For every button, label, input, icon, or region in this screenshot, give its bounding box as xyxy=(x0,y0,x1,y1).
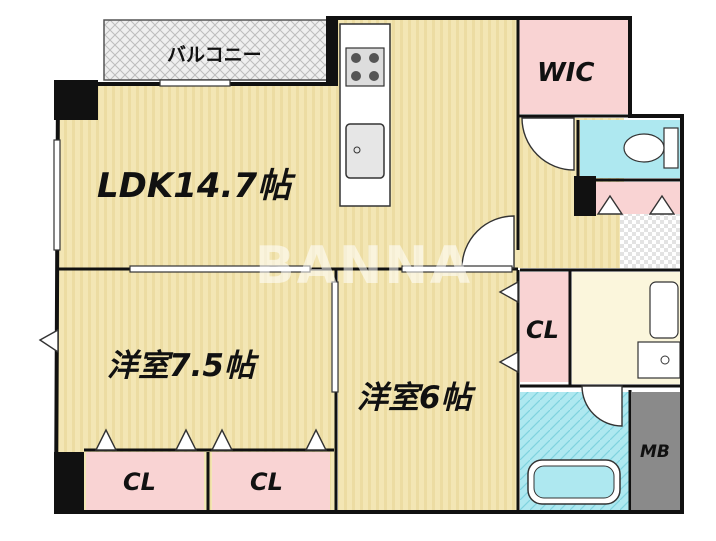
mb-area xyxy=(632,392,680,510)
sink xyxy=(345,123,385,179)
mb-label: MB xyxy=(640,442,670,462)
closet-2-label: CL xyxy=(250,468,283,496)
western-room-2-floor xyxy=(338,270,518,510)
balcony-label: バルコニー xyxy=(167,44,262,66)
stove xyxy=(345,47,385,87)
closet-1-area xyxy=(86,452,204,510)
watermark-text: BANNA xyxy=(255,236,473,296)
balcony-area xyxy=(103,19,333,81)
western-room-1-label: 洋室7.5帖 xyxy=(107,348,255,384)
western-room-2-label: 洋室6帖 xyxy=(357,380,472,416)
closet-2-area xyxy=(212,452,330,510)
wic-area xyxy=(518,18,628,114)
wic-label: WIC xyxy=(537,58,595,88)
closet-3-label: CL xyxy=(526,316,559,344)
ldk-floor xyxy=(58,84,518,268)
closet-3-area xyxy=(520,272,570,382)
entrance-floor xyxy=(620,214,680,268)
ldk-label: LDK14.7帖 xyxy=(97,166,292,206)
closet-1-label: CL xyxy=(123,468,156,496)
